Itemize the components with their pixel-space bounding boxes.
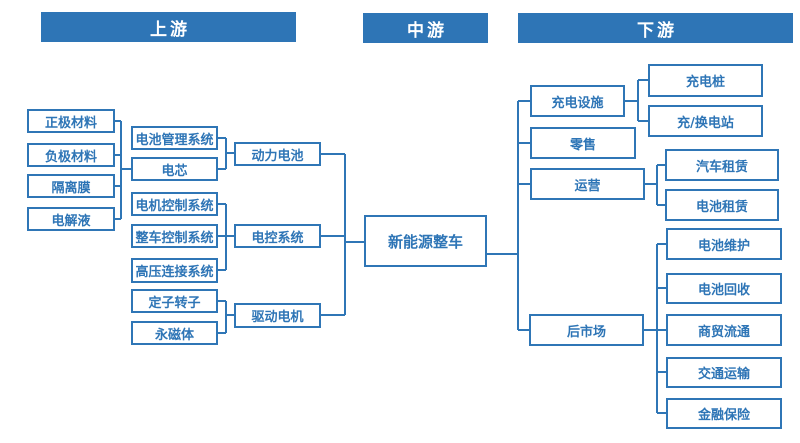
node-operation: 运营 — [530, 168, 645, 200]
connector-motor-parts-to-drive-motor — [218, 300, 234, 334]
node-aftermarket: 后市场 — [529, 314, 644, 346]
node-charging-facilities: 充电设施 — [530, 85, 625, 117]
header-upstream: 上游 — [41, 12, 296, 42]
node-separator: 隔离膜 — [27, 174, 115, 198]
node-electronic-control-system: 电控系统 — [234, 224, 321, 248]
node-finance-insurance: 金融保险 — [666, 398, 782, 429]
node-vehicle-control-system: 整车控制系统 — [131, 224, 218, 248]
connector-nev-to-downstream — [487, 100, 530, 331]
connector-aftermarket-children — [644, 243, 666, 414]
connector-controls-to-electronic-control — [218, 203, 234, 271]
node-battery-rental: 电池租赁 — [665, 189, 779, 221]
node-anode-material: 负极材料 — [27, 143, 115, 167]
header-midstream: 中游 — [363, 13, 488, 43]
node-battery-management-system: 电池管理系统 — [131, 126, 218, 150]
connector-systems-to-nev — [321, 153, 364, 316]
node-retail: 零售 — [530, 127, 636, 159]
node-motor-control-system: 电机控制系统 — [131, 192, 218, 216]
node-stator-rotor: 定子转子 — [131, 289, 218, 313]
node-transportation: 交通运输 — [666, 357, 782, 388]
node-permanent-magnet: 永磁体 — [131, 321, 218, 345]
node-drive-motor: 驱动电机 — [234, 303, 321, 328]
node-charging-pile: 充电桩 — [648, 64, 763, 97]
connector-charging-facilities-children — [625, 79, 648, 122]
node-battery-maintenance: 电池维护 — [666, 228, 782, 260]
node-electrolyte: 电解液 — [27, 207, 115, 231]
connector-operation-children — [645, 164, 665, 206]
node-cathode-material: 正极材料 — [27, 109, 115, 133]
node-power-battery: 动力电池 — [234, 142, 321, 166]
node-charging-swap-station: 充/换电站 — [648, 105, 763, 137]
node-car-rental: 汽车租赁 — [665, 149, 779, 181]
header-downstream: 下游 — [518, 13, 793, 43]
node-hv-connection-system: 高压连接系统 — [131, 258, 218, 283]
node-battery-cell: 电芯 — [131, 157, 218, 181]
connector-bms-cell-to-power-battery — [218, 137, 234, 170]
connector-materials-to-cell — [115, 120, 131, 220]
node-commerce-trade: 商贸流通 — [666, 314, 782, 346]
node-new-energy-vehicle: 新能源整车 — [364, 215, 487, 267]
node-battery-recycling: 电池回收 — [666, 273, 782, 304]
